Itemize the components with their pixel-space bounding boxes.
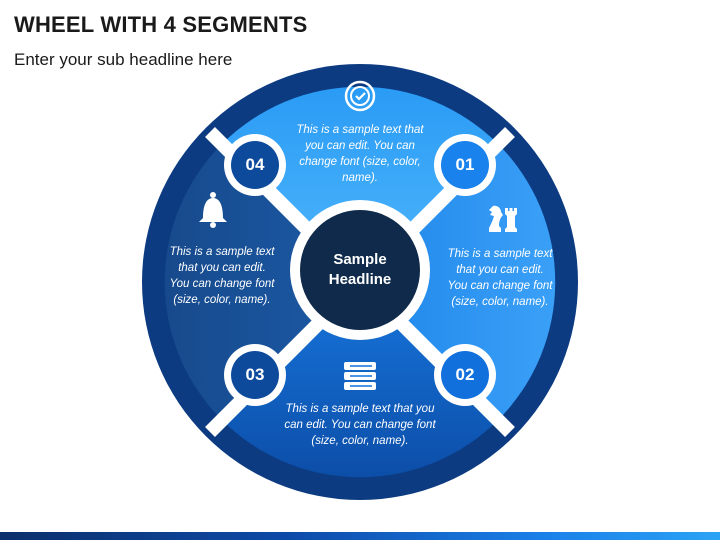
page-title: WHEEL WITH 4 SEGMENTS <box>14 12 308 37</box>
badge-number-04: 04 <box>245 155 265 174</box>
chess-icon <box>489 205 517 232</box>
badge-02 <box>434 344 496 406</box>
badge-number-03: 03 <box>245 365 265 384</box>
books-icon <box>344 362 376 390</box>
badge-number-02: 02 <box>455 365 475 384</box>
segment-right-text: This is a sample text that you can edit.… <box>447 248 553 308</box>
page-subtitle: Enter your sub headline here <box>14 50 233 69</box>
segment-top <box>222 86 498 282</box>
badge-04 <box>224 134 286 196</box>
center-headline-line1: Sample <box>333 251 387 268</box>
bottom-accent-bar <box>0 532 720 540</box>
badge-check-icon <box>344 80 376 112</box>
segment-bottom-text: This is a sample text that you can edit.… <box>284 403 436 447</box>
badge-01 <box>434 134 496 196</box>
center-headline: Sample Headline <box>300 250 420 290</box>
segment-top-text: This is a sample text that you can edit.… <box>296 124 424 184</box>
center-circle <box>300 210 420 330</box>
segment-left-text: This is a sample text that you can edit.… <box>169 246 275 306</box>
badge-03 <box>224 344 286 406</box>
badge-number-01: 01 <box>455 155 475 174</box>
bell-icon <box>199 192 227 228</box>
center-headline-line2: Headline <box>328 271 392 288</box>
